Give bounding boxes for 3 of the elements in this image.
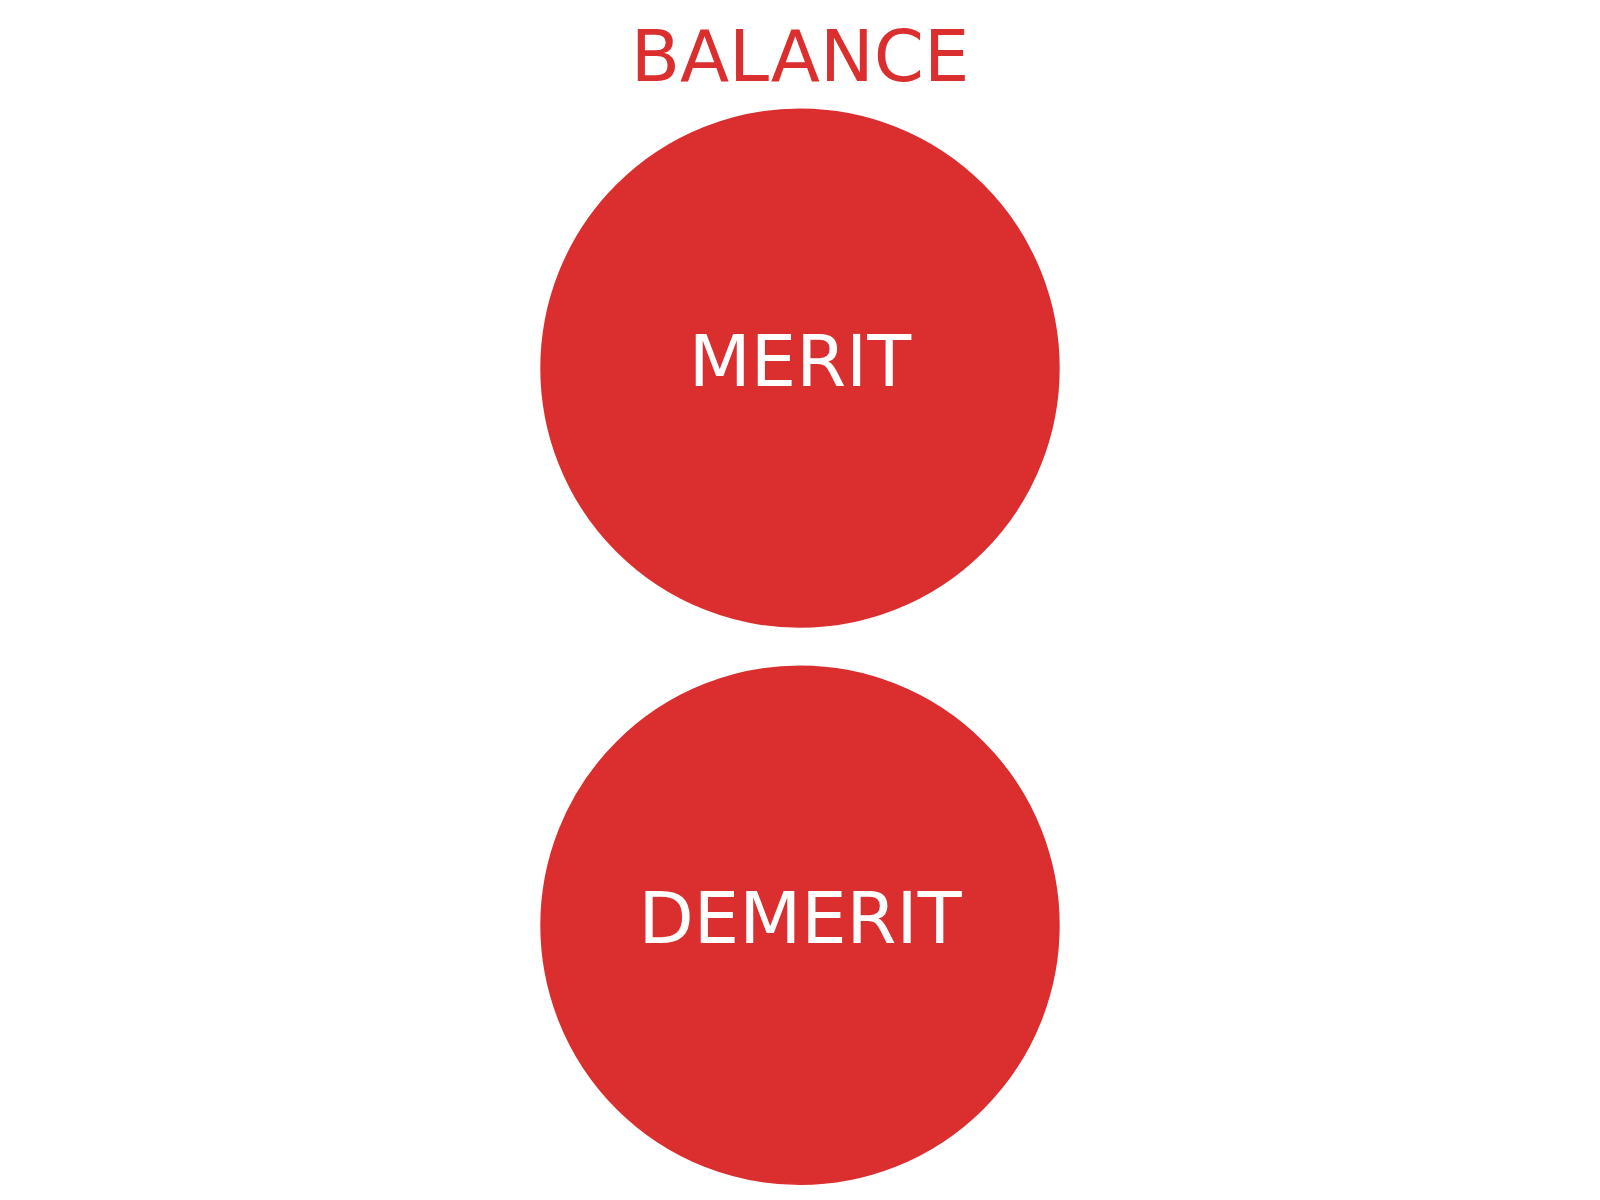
node-circle: MERIT bbox=[540, 108, 1060, 628]
diagram-title: BALANCE bbox=[630, 13, 970, 98]
node-circle: DEMERIT bbox=[540, 665, 1060, 1185]
